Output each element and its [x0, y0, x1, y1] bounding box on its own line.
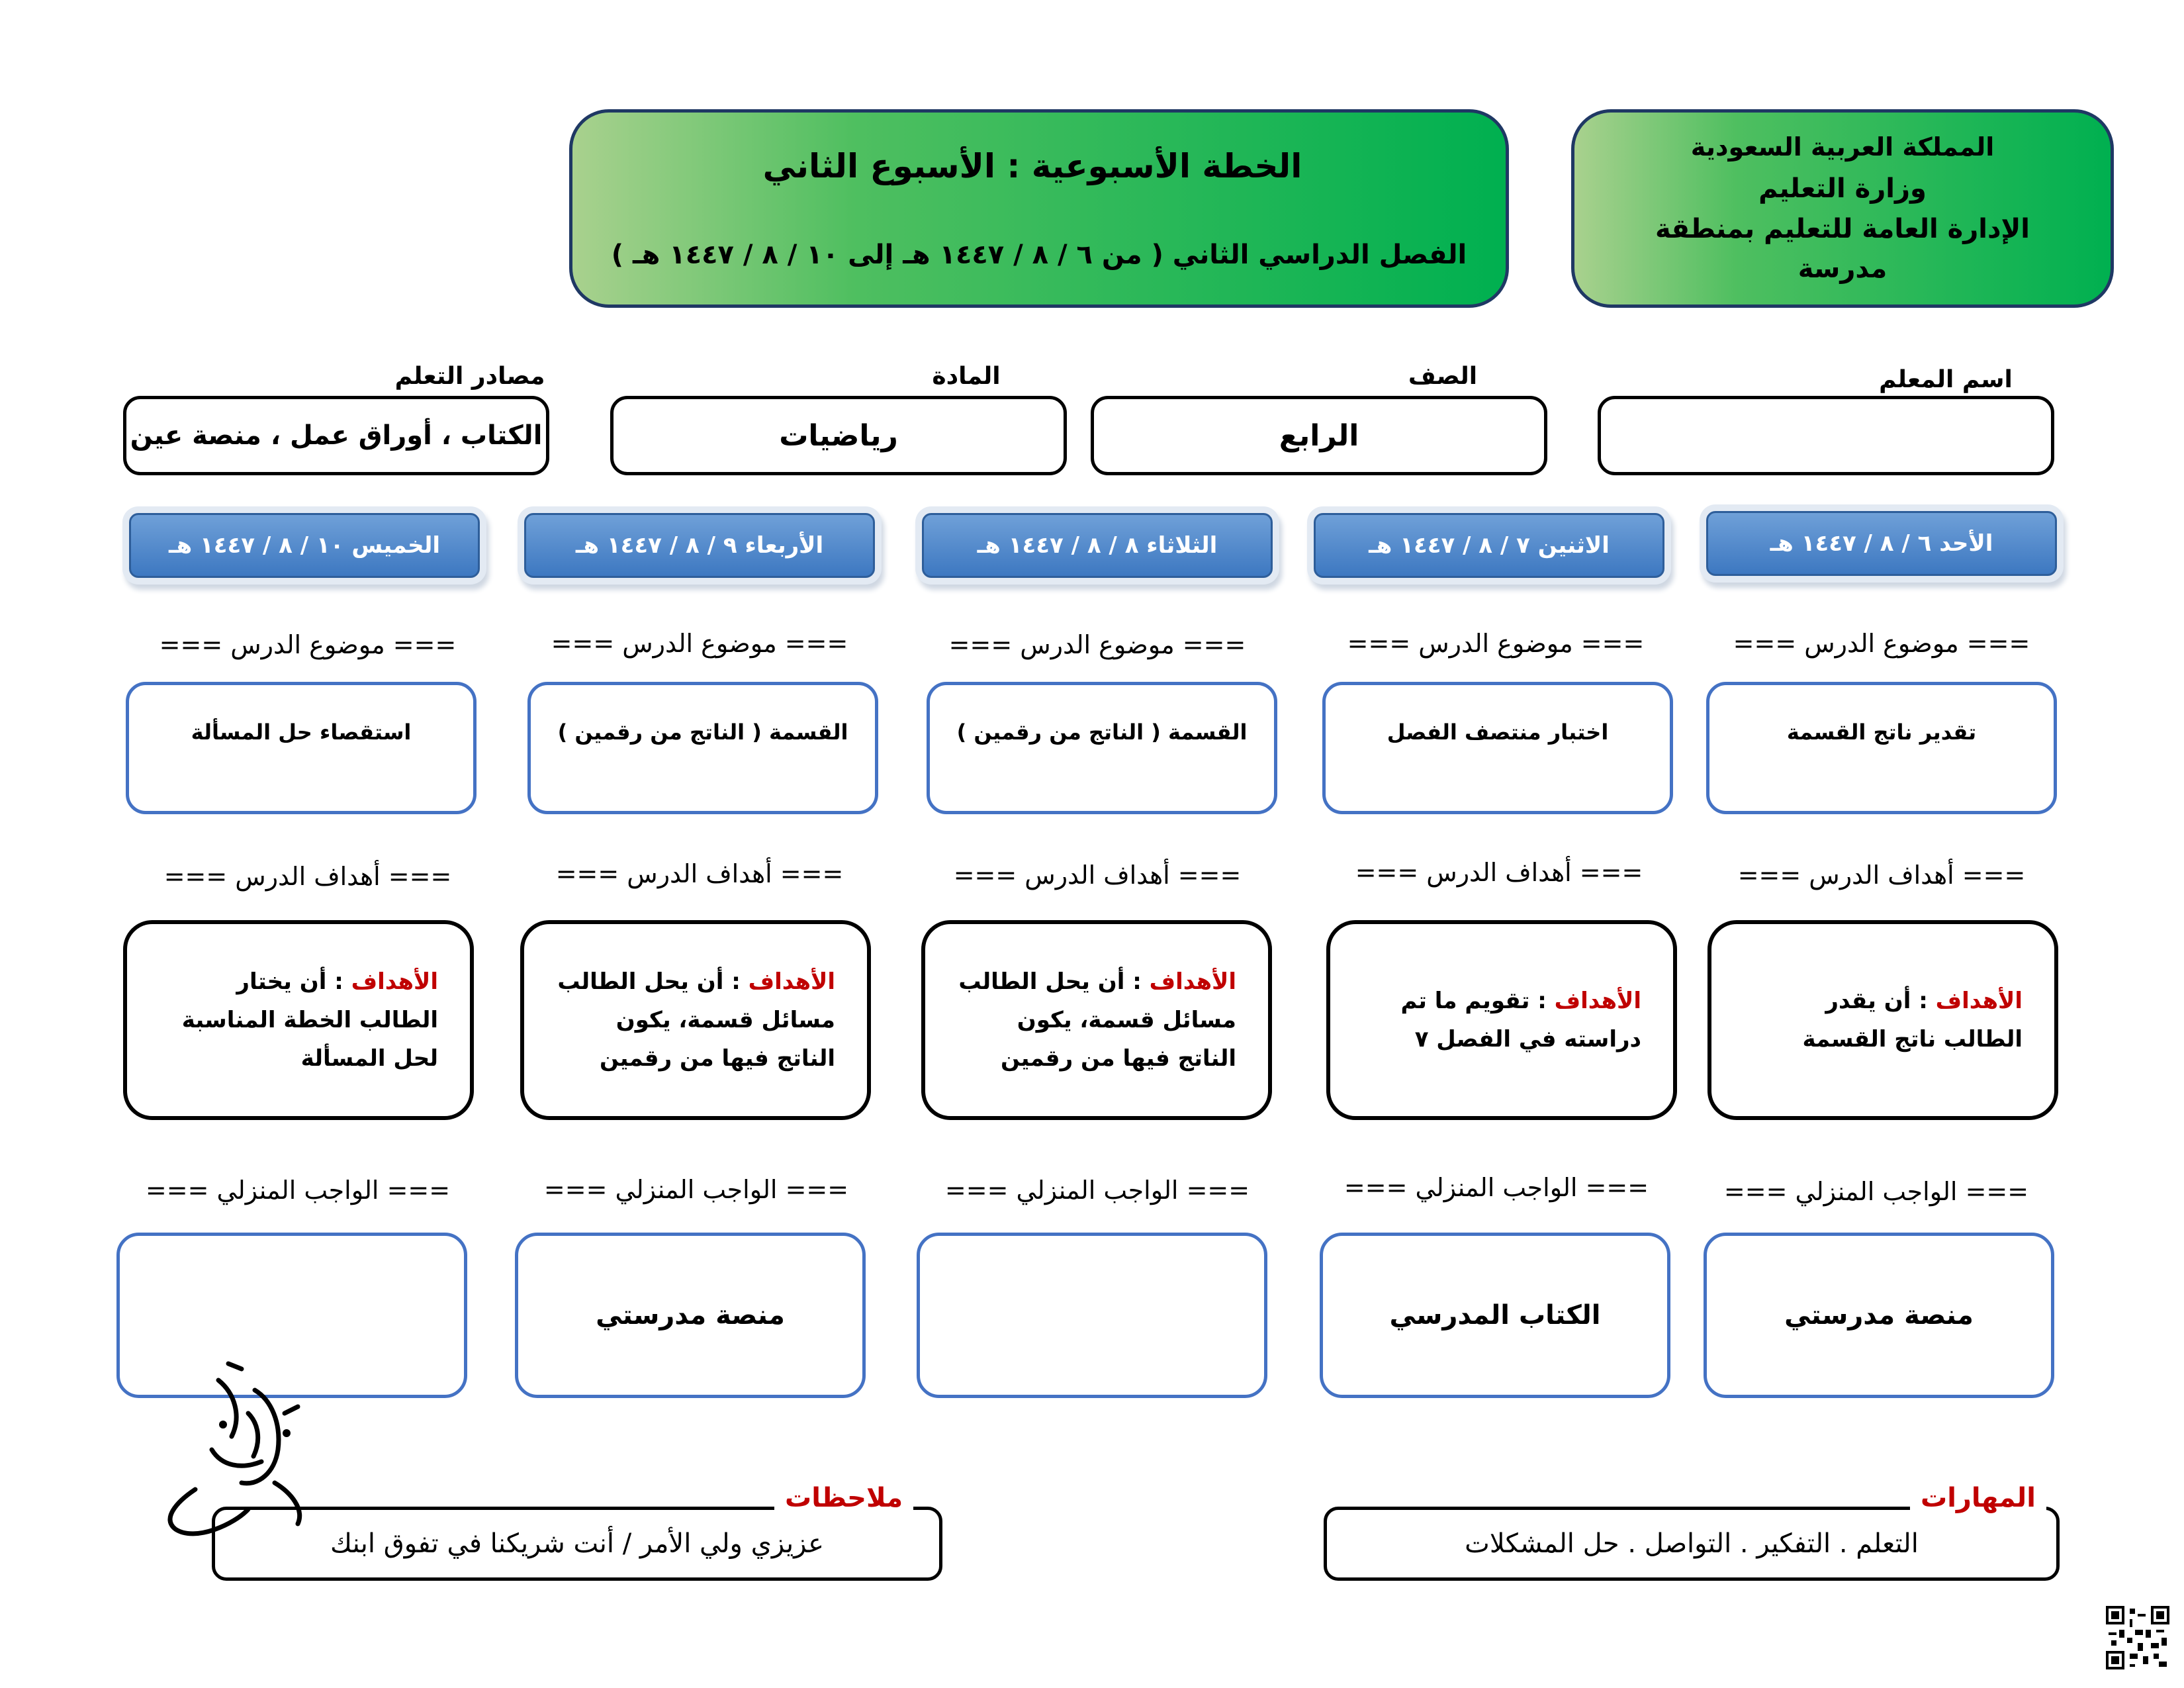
header-ministry-box: المملكة العربية السعودية وزارة التعليم ا… — [1571, 109, 2114, 308]
homework-text-monday: الكتاب المدرسي — [1389, 1300, 1601, 1331]
homework-box-wednesday: منصة مدرستي — [515, 1233, 866, 1398]
sources-value: الكتاب ، أوراق عمل ، منصة عين — [130, 420, 543, 451]
goals-box-sunday: الأهداف : أن يقدر الطالب ناتج القسمة — [1707, 920, 2058, 1120]
goals-prefix-sunday: الأهداف — [1935, 988, 2023, 1014]
topic-label-thursday: === موضوع الدرس === — [159, 630, 457, 659]
day-header-thursday: الخميس ١٠ / ٨ / ١٤٤٧ هـ — [129, 513, 480, 578]
grade-label: الصف — [1408, 363, 1478, 390]
skills-text: التعلم . التفكير . التواصل . حل المشكلات — [1465, 1528, 1919, 1559]
goals-label-wednesday: === أهداف الدرس === — [555, 859, 844, 888]
topic-label-tuesday: === موضوع الدرس === — [948, 630, 1246, 659]
topic-text-monday: اختبار منتصف الفصل — [1387, 720, 1609, 745]
topic-box-monday: اختبار منتصف الفصل — [1322, 682, 1673, 814]
header-directorate: الإدارة العامة للتعليم بمنطقة — [1655, 214, 2030, 244]
sources-field[interactable]: الكتاب ، أوراق عمل ، منصة عين — [123, 396, 549, 475]
day-header-wednesday: الأربعاء ٩ / ٨ / ١٤٤٧ هـ — [524, 513, 875, 578]
homework-text-sunday: منصة مدرستي — [1784, 1300, 1974, 1331]
homework-box-tuesday — [917, 1233, 1267, 1398]
homework-box-thursday — [116, 1233, 467, 1398]
topic-box-tuesday: القسمة ( الناتج من رقمين ) — [927, 682, 1277, 814]
goals-box-monday: الأهداف : تقويم ما تم دراسته في الفصل ٧ — [1326, 920, 1677, 1120]
qr-code-svg — [2106, 1606, 2169, 1669]
goals-label-tuesday: === أهداف الدرس === — [953, 861, 1242, 890]
goals-box-thursday: الأهداف : أن يختار الطالب الخطة المناسبة… — [123, 920, 474, 1120]
goals-text-sunday: : أن يقدر الطالب ناتج القسمة — [1802, 988, 2023, 1053]
goals-prefix-tuesday: الأهداف — [1149, 968, 1236, 995]
qr-code — [2106, 1606, 2169, 1669]
notes-box: عزيزي ولي الأمر / أنت شريكنا في تفوق ابن… — [212, 1507, 942, 1581]
goals-box-tuesday: الأهداف : أن يحل الطالب مسائل قسمة، يكون… — [921, 920, 1272, 1120]
day-header-monday: الاثنين ٧ / ٨ / ١٤٤٧ هـ — [1314, 513, 1664, 578]
signature-logo-svg — [167, 1361, 302, 1536]
teacher-label: اسم المعلم — [1879, 366, 2013, 393]
subject-label: المادة — [932, 363, 1001, 390]
grade-field[interactable]: الرابع — [1091, 396, 1547, 475]
topic-box-sunday: تقدير ناتج القسمة — [1706, 682, 2057, 814]
page-subtitle: الفصل الدراسي الثاني ( من ٦ / ٨ / ١٤٤٧ ه… — [611, 240, 1467, 270]
skills-title: المهارات — [1910, 1483, 2046, 1513]
signature-logo — [149, 1350, 334, 1542]
teacher-name-field[interactable] — [1598, 396, 2054, 475]
grade-value: الرابع — [1279, 418, 1359, 453]
topic-label-wednesday: === موضوع الدرس === — [551, 629, 848, 658]
homework-label-monday: === الواجب المنزلي === — [1343, 1173, 1649, 1202]
goals-prefix-monday: الأهداف — [1554, 988, 1641, 1014]
goals-prefix-wednesday: الأهداف — [748, 968, 835, 995]
topic-box-wednesday: القسمة ( الناتج من رقمين ) — [527, 682, 878, 814]
header-ministry: وزارة التعليم — [1758, 173, 1927, 204]
goals-box-wednesday: الأهداف : أن يحل الطالب مسائل قسمة، يكون… — [520, 920, 871, 1120]
goals-label-thursday: === أهداف الدرس === — [163, 862, 452, 891]
goals-text-tuesday: : أن يحل الطالب مسائل قسمة، يكون الناتج … — [958, 968, 1236, 1072]
skills-box: التعلم . التفكير . التواصل . حل المشكلات — [1324, 1507, 2060, 1581]
subject-value: رياضيات — [779, 418, 898, 453]
homework-box-monday: الكتاب المدرسي — [1320, 1233, 1670, 1398]
sources-label: مصادر التعلم — [394, 363, 545, 390]
goals-text-thursday: : أن يختار الطالب الخطة المناسبة لحل الم… — [181, 968, 438, 1072]
subject-field[interactable]: رياضيات — [610, 396, 1067, 475]
goals-label-sunday: === أهداف الدرس === — [1737, 861, 2026, 890]
goals-label-monday: === أهداف الدرس === — [1355, 858, 1643, 887]
goals-text-wednesday: : أن يحل الطالب مسائل قسمة، يكون الناتج … — [557, 968, 835, 1072]
topic-label-monday: === موضوع الدرس === — [1347, 629, 1645, 658]
homework-box-sunday: منصة مدرستي — [1704, 1233, 2054, 1398]
page-title: الخطة الأسبوعية : الأسبوع الثاني — [762, 147, 1302, 185]
day-header-sunday: الأحد ٦ / ٨ / ١٤٤٧ هـ — [1706, 511, 2057, 576]
topic-box-thursday: استقصاء حل المسألة — [126, 682, 477, 814]
notes-text: عزيزي ولي الأمر / أنت شريكنا في تفوق ابن… — [330, 1528, 825, 1559]
header-kingdom: المملكة العربية السعودية — [1690, 132, 1995, 162]
goals-text-monday: : تقويم ما تم دراسته في الفصل ٧ — [1400, 988, 1641, 1053]
header-school: مدرسة — [1797, 254, 1888, 284]
topic-label-sunday: === موضوع الدرس === — [1733, 629, 2030, 658]
notes-title: ملاحظات — [774, 1483, 914, 1513]
homework-label-tuesday: === الواجب المنزلي === — [944, 1176, 1250, 1205]
homework-label-sunday: === الواجب المنزلي === — [1723, 1177, 2029, 1206]
topic-text-wednesday: القسمة ( الناتج من رقمين ) — [557, 720, 848, 745]
topic-text-thursday: استقصاء حل المسألة — [191, 720, 412, 745]
homework-label-wednesday: === الواجب المنزلي === — [543, 1175, 849, 1204]
homework-label-thursday: === الواجب المنزلي === — [145, 1176, 451, 1205]
topic-text-tuesday: القسمة ( الناتج من رقمين ) — [956, 720, 1248, 745]
homework-text-wednesday: منصة مدرستي — [596, 1300, 785, 1331]
topic-text-sunday: تقدير ناتج القسمة — [1786, 720, 1977, 745]
day-header-tuesday: الثلاثاء ٨ / ٨ / ١٤٤٧ هـ — [922, 513, 1273, 578]
header-plan-box: الخطة الأسبوعية : الأسبوع الثاني الفصل ا… — [569, 109, 1509, 308]
goals-prefix-thursday: الأهداف — [351, 968, 438, 995]
